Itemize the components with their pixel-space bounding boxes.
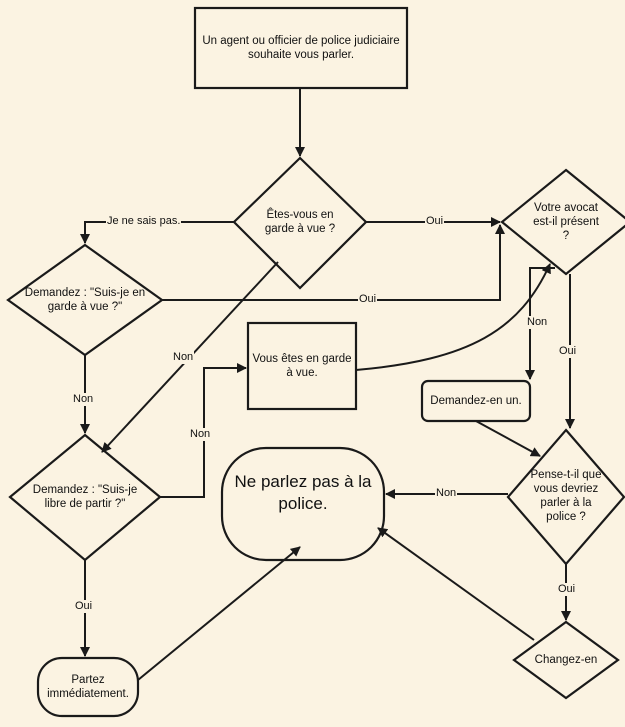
- edge-label-je-ne-sais-pas: Je ne sais pas.: [106, 215, 182, 228]
- edge-label-oui-libre: Oui: [74, 600, 94, 613]
- label-demandez-libre: Demandez : "Suis-je libre de partir ?": [32, 484, 138, 510]
- node-agent-box: [193, 6, 409, 90]
- edge-label-non-pense: Non: [435, 487, 458, 500]
- edge-demandez-oui-avocat: [162, 224, 505, 301]
- label-demandez-un: Demandez-en un.: [430, 395, 522, 407]
- label-ne-parlez: Ne parlez pas à la police.: [234, 472, 372, 513]
- edge-label-non-garde: Non: [172, 351, 195, 364]
- edge-partez-to-parlez: [137, 546, 301, 681]
- edge-vous-etes-to-avocat: [355, 263, 551, 371]
- node-avocat-diamond: [500, 168, 625, 276]
- label-avocat-question: Votre avocat est-il présent ?: [533, 202, 599, 242]
- edge-avocat-non-demandez-un: [525, 267, 555, 380]
- label-partez: Partez immédiatement.: [47, 674, 129, 700]
- node-ne-parlez-box: [220, 446, 386, 562]
- edge-label-non-demandez: Non: [72, 393, 95, 406]
- label-garde-vue-question: Êtes-vous en garde à vue ?: [264, 209, 336, 235]
- edge-garde-je-ne-sais-pas: [80, 221, 234, 244]
- edge-demandez-un-to-pense: [475, 420, 541, 457]
- node-changez-diamond: [512, 620, 620, 700]
- node-partez-box: [36, 656, 140, 718]
- node-vous-etes-garde-box: [246, 321, 358, 411]
- label-vous-etes-garde: Vous êtes en garde à vue.: [252, 353, 352, 379]
- edge-label-oui-avocat: Oui: [558, 345, 578, 358]
- edge-label-oui-garde: Oui: [425, 215, 445, 228]
- edge-label-non-avocat: Non: [526, 316, 549, 329]
- edge-label-oui-demandez: Oui: [358, 293, 378, 306]
- edge-changez-to-parlez: [377, 527, 535, 641]
- label-changez: Changez-en: [534, 654, 598, 666]
- label-demandez-garde: Demandez : "Suis-je en garde à vue ?": [24, 287, 146, 313]
- edge-label-oui-pense: Oui: [557, 583, 577, 596]
- node-garde-vue-diamond: [232, 156, 368, 290]
- label-agent: Un agent ou officier de police judiciair…: [202, 35, 400, 61]
- label-pense-t-il: Pense-t-il que vous devriez parler à la …: [530, 469, 602, 523]
- edge-label-non-libre: Non: [189, 428, 212, 441]
